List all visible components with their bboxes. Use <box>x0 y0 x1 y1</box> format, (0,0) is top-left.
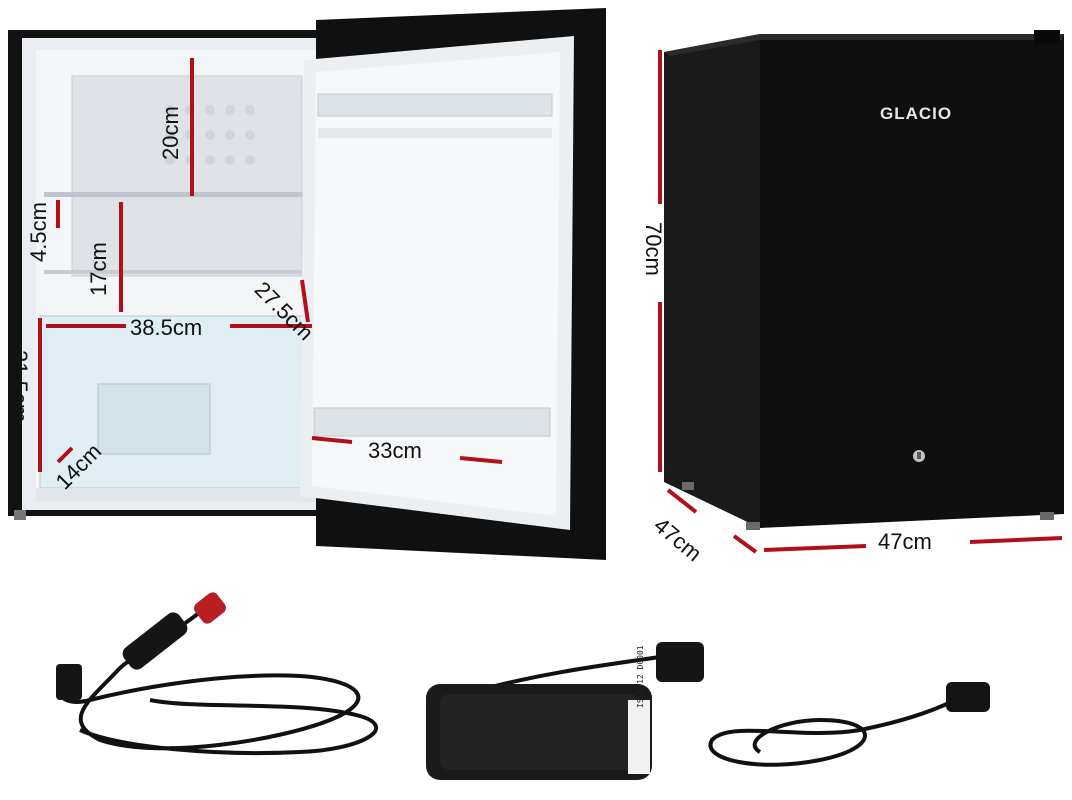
open-fridge <box>8 8 606 560</box>
dim-shelf-top-height: 20cm <box>158 106 183 160</box>
brand-logo: GLACIO <box>880 104 953 123</box>
dim-exterior-width: 47cm <box>878 529 932 554</box>
dim-door-shelf-width: 33cm <box>368 438 422 463</box>
dim-interior-width: 38.5cm <box>130 315 203 340</box>
dim-exterior-height: 70cm <box>641 222 666 276</box>
ac-power-adapter <box>426 642 704 780</box>
closed-fridge <box>664 30 1064 530</box>
dim-shelf-mid-height: 17cm <box>86 242 111 296</box>
measurement-lines <box>38 50 1063 554</box>
car-charger-cable <box>56 592 378 755</box>
adapter-label: ISSE-12 D0001 <box>636 645 645 708</box>
mains-power-cord <box>708 682 990 767</box>
dim-shelf-gap: 4.5cm <box>26 202 51 262</box>
dim-crisper-height: 21.5cm <box>7 350 32 423</box>
